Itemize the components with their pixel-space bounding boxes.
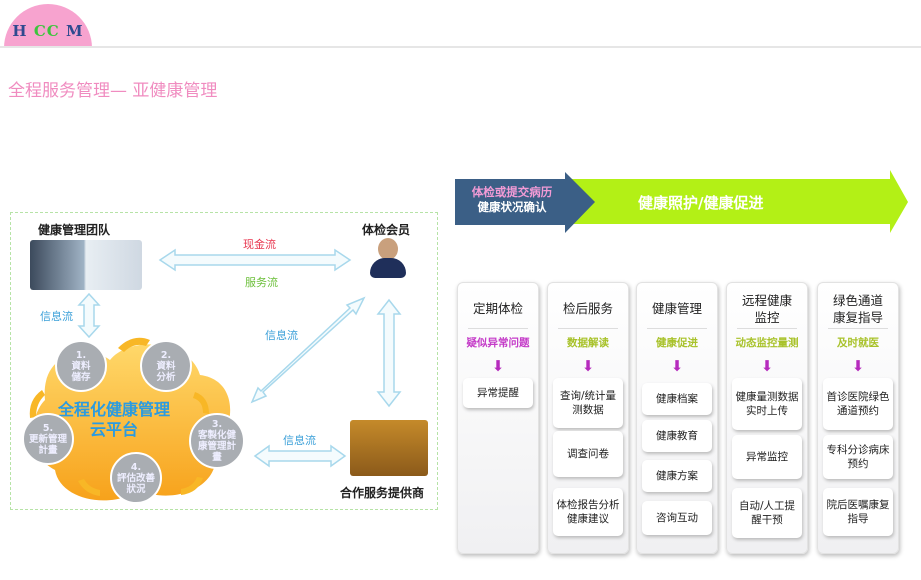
step-number: 2. [160, 349, 172, 361]
service-flow-label: 服务流 [245, 276, 278, 289]
info-flow-label: 信息流 [265, 329, 298, 342]
service-column: 绿色通道康复指导及时就医 ⬇ 首诊医院绿色通道预约专科分诊病床预约院后医嘱康复指导 [817, 282, 899, 554]
logo-letter: C [46, 22, 60, 40]
column-title-text: 检后服务 [562, 301, 613, 316]
stage1-arrow [455, 172, 595, 233]
ecosystem-diagram [10, 212, 438, 510]
down-arrow-icon: ⬇ [581, 357, 595, 375]
step-text: 資料分析 [156, 360, 176, 383]
service-card-text: 健康方案 [656, 470, 698, 482]
down-arrow-icon: ⬇ [670, 357, 684, 375]
service-column: 检后服务数据解读 ⬇ 查询/统计量测数据调查问卷体检报告分析健康建议 [547, 282, 629, 554]
service-card: 体检报告分析健康建议 [553, 488, 623, 536]
service-card-text: 咨询互动 [656, 512, 698, 524]
service-card-text: 调查问卷 [567, 448, 609, 460]
service-card-text: 查询/统计量测数据 [559, 390, 617, 416]
service-card-text: 体检报告分析健康建议 [556, 499, 620, 525]
stage1-line: 体检或提交病历 [471, 185, 553, 199]
service-card-text: 首诊医院绿色通道预约 [826, 391, 890, 417]
cloud-title-line: 全程化健康管理 [58, 400, 171, 419]
step-circle: 1.資料儲存 [55, 340, 107, 392]
service-card: 自动/人工提醒干预 [732, 488, 802, 538]
service-card: 健康教育 [642, 420, 712, 452]
step-text: 客製化健康管理計畫 [197, 430, 236, 463]
column-title-text: 绿色通道康复指导 [832, 292, 883, 325]
service-column: 定期体检疑似异常问题 ⬇ 异常提醒 [457, 282, 539, 554]
step-circle: 2.資料分析 [140, 340, 192, 392]
column-title-text: 定期体检 [472, 301, 523, 316]
service-card: 调查问卷 [553, 431, 623, 477]
down-arrow-icon: ⬇ [851, 357, 865, 375]
column-title: 绿色通道康复指导 [828, 289, 888, 329]
service-card: 院后医嘱康复指导 [823, 488, 893, 536]
service-card-text: 自动/人工提醒干预 [738, 500, 796, 526]
team-label: 健康管理团队 [38, 223, 111, 237]
team-photo [30, 240, 142, 290]
column-subtitle: 健康促进 [656, 337, 698, 349]
column-subtitle: 及时就医 [837, 337, 879, 349]
step-text: 更新管理計畫 [28, 433, 67, 456]
column-title: 健康管理 [647, 289, 707, 329]
stage2-label: 健康照护/健康促进 [638, 194, 764, 212]
info-flow-label: 信息流 [283, 434, 316, 447]
column-subtitle: 数据解读 [567, 337, 609, 349]
cycle-arrows [29, 337, 209, 496]
stage1-line: 健康状况确认 [477, 200, 547, 214]
service-card: 异常提醒 [463, 378, 533, 408]
step-circle: 3.客製化健康管理計畫 [189, 413, 245, 469]
service-card: 咨询互动 [642, 501, 712, 535]
service-card-text: 健康教育 [656, 430, 698, 442]
step-number: 1. [75, 349, 87, 361]
service-card-text: 院后医嘱康复指导 [826, 499, 890, 525]
service-card: 健康方案 [642, 460, 712, 492]
service-card-text: 异常提醒 [477, 387, 519, 399]
step-circle: 5.更新管理計畫 [22, 413, 74, 465]
down-arrow-icon: ⬇ [760, 357, 774, 375]
member-label: 体检会员 [362, 223, 411, 237]
service-card: 查询/统计量测数据 [553, 378, 623, 428]
stage1-label: 体检或提交病历 健康状况确认 [458, 185, 566, 215]
service-card-text: 异常监控 [746, 451, 788, 463]
step-number: 5. [42, 422, 54, 434]
double-arrow [77, 248, 402, 468]
service-column: 远程健康监控动态监控量测 ⬇ 健康量测数据实时上传异常监控自动/人工提醒干预 [726, 282, 808, 554]
flow-arrows [29, 248, 402, 501]
service-card-text: 健康档案 [656, 393, 698, 405]
column-title: 远程健康监控 [737, 289, 797, 329]
service-card: 异常监控 [732, 435, 802, 479]
cloud-platform-title: 全程化健康管理云平台 [58, 400, 170, 440]
page-title: 全程服务管理— 亚健康管理 [8, 81, 218, 101]
service-column: 健康管理健康促进 ⬇ 健康档案健康教育健康方案咨询互动 [636, 282, 718, 554]
service-card: 健康量测数据实时上传 [732, 378, 802, 430]
column-title-text: 健康管理 [651, 301, 702, 316]
service-card: 健康档案 [642, 383, 712, 415]
service-card-text: 专科分诊病床预约 [826, 444, 890, 470]
process-banner [455, 170, 908, 233]
logo-letter: M [65, 22, 84, 40]
step-number: 3. [211, 419, 223, 430]
column-title: 检后服务 [558, 289, 618, 329]
column-subtitle: 疑似异常问题 [466, 337, 530, 349]
user-avatar-icon [370, 238, 406, 280]
down-arrow-icon: ⬇ [491, 357, 505, 375]
logo-letter: H [12, 22, 28, 40]
service-card: 首诊医院绿色通道预约 [823, 378, 893, 430]
info-flow-label: 信息流 [40, 310, 73, 323]
service-card-text: 健康量测数据实时上传 [735, 391, 799, 417]
column-title-text: 远程健康监控 [741, 292, 792, 325]
cloud-title-line: 云平台 [90, 420, 139, 439]
step-number: 4. [130, 461, 142, 473]
logo-letter: C [33, 22, 47, 40]
cash-flow-label: 现金流 [243, 238, 276, 251]
header-divider [0, 46, 921, 48]
column-title: 定期体检 [468, 289, 528, 329]
step-circle: 4.評估改善狀況 [110, 452, 162, 504]
column-subtitle: 动态监控量测 [735, 337, 799, 349]
stage2-arrow [570, 170, 908, 233]
partner-photo [350, 420, 428, 476]
service-card: 专科分诊病床预约 [823, 435, 893, 479]
step-text: 評估改善狀況 [116, 472, 155, 495]
partner-label: 合作服务提供商 [340, 486, 425, 500]
step-text: 資料儲存 [71, 360, 91, 383]
